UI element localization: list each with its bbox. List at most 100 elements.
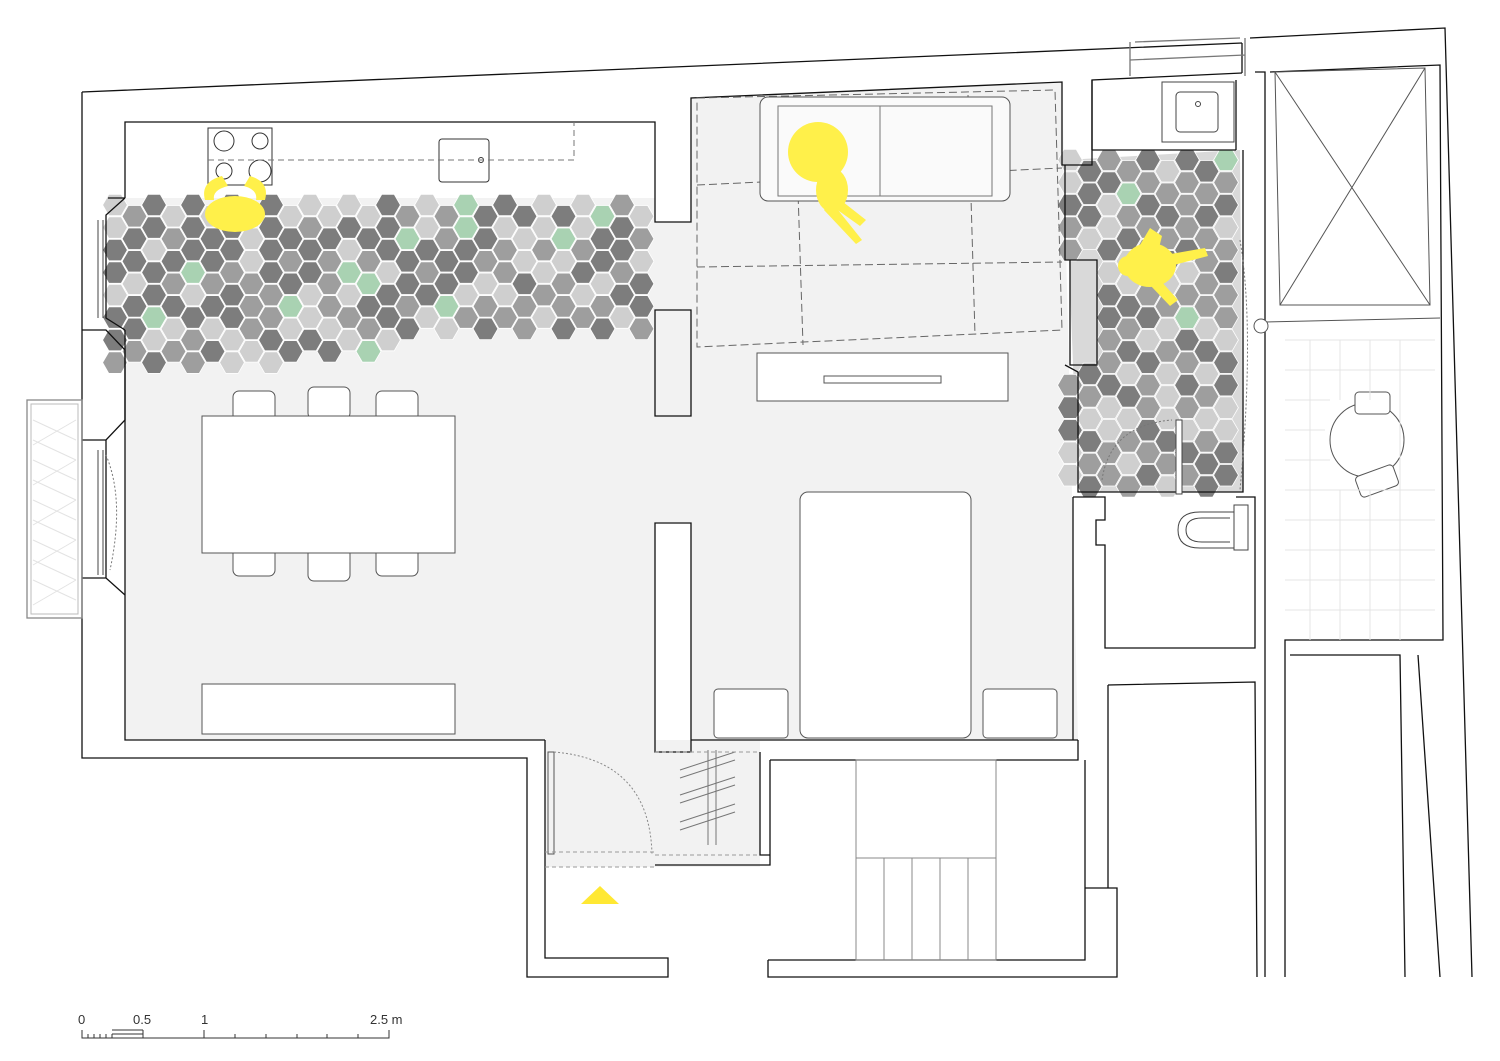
hex-tile [258, 306, 284, 329]
hex-tile [492, 193, 518, 217]
hex-tile [1115, 407, 1142, 431]
scale-bar [81, 1029, 390, 1039]
hex-tile [238, 227, 265, 250]
hex-tile [433, 250, 460, 273]
hex-tile [277, 295, 304, 318]
hex-tile [1057, 441, 1083, 464]
hex-tile [1076, 362, 1103, 386]
hex-tile [1135, 419, 1161, 442]
hex-tile [609, 283, 635, 307]
hex-tile [277, 250, 304, 273]
bathroom-walls [1064, 80, 1244, 493]
person-in-bathroom-icon [1118, 228, 1208, 306]
hex-tile [375, 261, 401, 284]
burner-icon [251, 132, 269, 150]
hex-tile [160, 317, 187, 341]
hex-tile [492, 238, 518, 262]
hex-tile [180, 193, 206, 217]
hex-tile [394, 272, 421, 295]
hex-tile [297, 216, 323, 239]
window-bay-left [82, 329, 126, 596]
hex-tile [453, 261, 479, 284]
scale-label-2-5m: 2.5 m [370, 1012, 403, 1027]
hex-tile [355, 272, 382, 295]
hex-tile [258, 328, 284, 352]
hex-tile [121, 340, 148, 363]
entrance [545, 750, 760, 868]
hex-tile [1057, 464, 1083, 487]
hex-tile [1057, 373, 1083, 397]
hex-tile [1174, 193, 1200, 217]
bath-door-arc [1101, 419, 1173, 481]
hex-tile [511, 317, 538, 341]
hex-tile [1115, 205, 1142, 228]
terrace-chair [1355, 464, 1399, 498]
hex-tile [141, 238, 167, 262]
hex-tile [121, 295, 148, 318]
entrance-arrow-icon [581, 886, 619, 904]
hex-tile [316, 227, 343, 250]
hex-tile [1213, 261, 1239, 284]
hex-tile [199, 340, 226, 363]
hex-tile [414, 283, 440, 307]
hex-tile [1174, 351, 1200, 374]
hex-tile [1213, 441, 1239, 464]
hex-tile [1135, 396, 1161, 419]
hex-tile [180, 328, 206, 352]
hex-tile [1193, 385, 1220, 408]
hex-tile [1213, 148, 1239, 172]
hex-tile [1174, 283, 1200, 307]
hex-tile [609, 216, 635, 239]
hex-tile [589, 295, 616, 318]
hex-tile [394, 250, 421, 273]
hex-tile [1154, 160, 1181, 183]
hex-tile [492, 216, 518, 239]
hex-tile [1135, 441, 1161, 464]
terrace-chair [1354, 391, 1391, 415]
hex-tile [1057, 396, 1083, 419]
hex-tile [199, 250, 226, 273]
hex-tile [609, 193, 635, 217]
hex-tile [492, 283, 518, 307]
dining-set [201, 386, 456, 735]
hallway-dashed [655, 751, 760, 856]
hex-tile [589, 205, 616, 228]
hex-tile [1135, 351, 1161, 374]
hex-tile [1076, 205, 1103, 228]
hex-tile [1076, 407, 1103, 431]
hex-tile [433, 272, 460, 295]
living-bedroom-floor [691, 82, 1078, 740]
hex-tile [1096, 373, 1122, 397]
hex-tile [414, 306, 440, 329]
hex-tile [550, 295, 577, 318]
dining-table [201, 415, 456, 554]
hex-tile [297, 283, 323, 307]
hex-tile [1135, 306, 1161, 329]
hex-tile [1057, 193, 1083, 217]
hex-tile [511, 250, 538, 273]
doorway-floor [655, 222, 691, 522]
hex-tile [453, 216, 479, 239]
hex-tile [1057, 238, 1083, 262]
hex-tile [277, 227, 304, 250]
hex-tile [1154, 407, 1181, 431]
hex-tile [531, 238, 557, 262]
hex-tile [472, 250, 499, 273]
hex-tile [511, 205, 538, 228]
hex-tile [121, 250, 148, 273]
skylight [1274, 67, 1431, 306]
hallway-floor [545, 740, 760, 867]
left-balcony-inner [30, 403, 79, 615]
hex-tile [492, 306, 518, 329]
hex-tile [1193, 317, 1220, 341]
hex-tile [297, 261, 323, 284]
hex-tile [589, 272, 616, 295]
left-windows [97, 220, 118, 575]
toilet-cistern [1233, 504, 1249, 551]
hex-tile [1135, 464, 1161, 487]
hex-tile [570, 216, 596, 239]
hex-tile [394, 227, 421, 250]
hex-tile [1154, 317, 1181, 341]
hex-tile [1076, 452, 1103, 476]
hex-tile [1154, 385, 1181, 408]
